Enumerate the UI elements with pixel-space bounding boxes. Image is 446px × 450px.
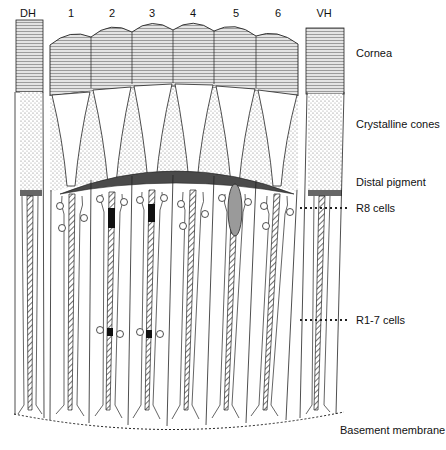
pigment-dh	[20, 92, 42, 192]
layer-label: Basement membrane	[340, 424, 445, 437]
pigment-vh	[308, 94, 342, 192]
distal-pigment	[60, 171, 294, 194]
layer-label: Cornea	[356, 47, 392, 60]
level-marker	[300, 319, 350, 321]
lens-boundaries	[91, 30, 256, 88]
cornea-vh	[306, 28, 344, 94]
column-label: 1	[68, 7, 74, 20]
layer-label: R1-7 cells	[356, 314, 405, 327]
cornea	[50, 23, 298, 96]
column-label: DH	[20, 7, 36, 20]
column-label: VH	[317, 7, 332, 20]
layer-label: Crystalline cones	[356, 118, 440, 131]
cornea-dh	[16, 20, 43, 92]
level-marker	[300, 207, 350, 209]
column-label: 6	[275, 7, 281, 20]
basement-membrane	[14, 412, 344, 430]
r8-rhabdomere	[228, 184, 242, 236]
crystalline-cones	[52, 84, 297, 186]
layer-label: R8 cells	[356, 202, 395, 215]
rhabdom-marks	[107, 204, 155, 338]
layer-label: Distal pigment	[356, 176, 426, 189]
column-label: 3	[149, 7, 155, 20]
pigment-band-vh	[308, 190, 342, 196]
cell-boundaries	[15, 92, 344, 426]
column-label: 2	[109, 7, 115, 20]
pigment-band-dh	[20, 190, 42, 196]
nuclei	[57, 195, 294, 338]
column-label: 4	[190, 7, 196, 20]
rhabdoms	[27, 190, 325, 410]
photoreceptor-outlines	[18, 192, 330, 419]
column-label: 5	[233, 7, 239, 20]
